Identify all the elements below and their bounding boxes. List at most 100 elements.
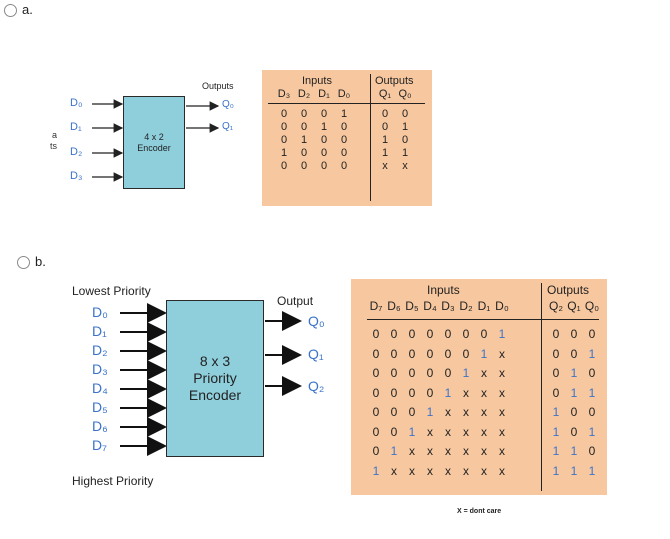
b-tt-cell: 0	[552, 366, 560, 380]
a-tt-cell: 0	[340, 147, 348, 159]
a-tt-cell: 0	[320, 134, 328, 146]
b-tt-in-header: D₀	[495, 299, 509, 313]
b-tt-cell: 0	[444, 346, 452, 361]
a-tt-cell: x	[402, 160, 408, 172]
b-tt-cell: 0	[372, 405, 380, 419]
b-tt-cell: 0	[552, 327, 560, 341]
b-tt-in-header: D₅	[405, 299, 419, 313]
b-tt-cell: 0	[372, 346, 380, 361]
a-output-q0: Q₀	[222, 99, 234, 110]
option-b-radio[interactable]	[17, 256, 30, 269]
b-tt-header-rule	[367, 319, 599, 320]
lowest-priority-label: Lowest Priority	[72, 284, 151, 298]
b-input-d6: D₆	[92, 418, 108, 434]
a-tt-cell: 0	[381, 121, 389, 133]
a-tt-cell: 0	[280, 134, 288, 146]
b-tt-cell: 0	[426, 346, 434, 361]
b-tt-cell: x	[445, 463, 451, 478]
b-tt-in-header: D₄	[423, 299, 437, 313]
option-a-radio[interactable]	[4, 4, 17, 17]
a-tt-cell: 0	[280, 108, 288, 120]
option-b-label: b.	[35, 254, 46, 269]
b-tt-in-header: D₁	[477, 299, 491, 313]
b-tt-cell: x	[499, 385, 505, 400]
b-tt-out-header: Q₀	[584, 299, 600, 313]
b-tt-cell: x	[445, 424, 451, 439]
a-input-d1: D₁	[70, 121, 82, 133]
b-input-d7: D₇	[92, 437, 107, 453]
a-input-d0: D₀	[70, 97, 83, 109]
b-input-d3: D₃	[92, 361, 108, 377]
b-tt-cell: 0	[480, 327, 488, 341]
b-tt-cell: 0	[588, 366, 596, 380]
b-tt-cell: x	[499, 444, 505, 458]
a-tt-outputs-title: Outputs	[375, 75, 414, 87]
b-tt-cell: 0	[372, 444, 380, 458]
b-tt-cell: 0	[570, 424, 578, 439]
b-tt-cell: x	[481, 463, 487, 478]
b-tt-cell: 0	[426, 327, 434, 341]
b-tt-cell: x	[481, 424, 487, 439]
a-tt-cell: 0	[401, 108, 409, 120]
b-tt-cell: 1	[552, 424, 560, 439]
a-tt-cell: 1	[401, 121, 409, 133]
b-tt-cell: 1	[408, 424, 416, 439]
a-encoder-block: 4 x 2 Encoder	[123, 96, 185, 189]
a-tt-out-header: Q₀	[398, 88, 412, 100]
b-tt-cell: 0	[570, 346, 578, 361]
b-tt-cell: 0	[390, 405, 398, 419]
b-tt-cell: 0	[372, 424, 380, 439]
a-tt-cell: 1	[381, 134, 389, 146]
b-tt-cell: 0	[588, 405, 596, 419]
a-tt-header-rule	[268, 103, 425, 104]
b-tt-divider	[541, 283, 542, 491]
stray-text-ts: ts	[50, 141, 58, 151]
b-tt-cell: x	[481, 366, 487, 380]
b-tt-cell: 0	[390, 385, 398, 400]
b-tt-cell: x	[481, 405, 487, 419]
b-tt-cell: x	[427, 463, 433, 478]
a-tt-cell: 1	[300, 134, 308, 146]
a-tt-cell: 0	[280, 121, 288, 133]
a-tt-cell: x	[382, 160, 388, 172]
b-tt-cell: 1	[498, 327, 506, 341]
a-input-d3: D₃	[70, 170, 83, 182]
b-tt-cell: 1	[390, 444, 398, 458]
b-output-q2: Q₂	[308, 378, 325, 394]
b-tt-out-header: Q₂	[549, 299, 563, 313]
b-encoder-block: 8 x 3 Priority Encoder	[166, 300, 264, 457]
b-input-d4: D₄	[92, 380, 108, 396]
b-tt-cell: x	[409, 463, 415, 478]
b-tt-cell: 1	[588, 385, 596, 400]
b-tt-cell: 0	[408, 346, 416, 361]
b-tt-cell: 1	[552, 463, 560, 478]
a-tt-cell: 1	[320, 121, 328, 133]
a-tt-cell: 0	[340, 134, 348, 146]
b-tt-cell: 1	[570, 385, 578, 400]
b-tt-cell: x	[481, 385, 487, 400]
b-tt-cell: x	[463, 444, 469, 458]
a-tt-cell: 0	[320, 147, 328, 159]
b-tt-cell: x	[463, 463, 469, 478]
b-tt-cell: 0	[408, 405, 416, 419]
b-tt-out-header: Q₁	[567, 299, 581, 313]
b-tt-cell: 0	[570, 405, 578, 419]
b-tt-cell: 0	[372, 385, 380, 400]
a-input-d2: D₂	[70, 146, 83, 158]
a-tt-cell: 1	[280, 147, 288, 159]
a-tt-in-header: D₀	[337, 88, 351, 100]
b-tt-cell: 1	[570, 444, 578, 458]
b-tt-cell: 1	[372, 463, 380, 478]
b-tt-cell: 1	[444, 385, 452, 400]
b-tt-cell: 0	[390, 366, 398, 380]
a-tt-cell: 1	[381, 147, 389, 159]
b-tt-cell: 0	[444, 366, 452, 380]
b-tt-cell: 1	[552, 444, 560, 458]
b-tt-cell: x	[409, 444, 415, 458]
a-tt-cell: 0	[300, 121, 308, 133]
b-tt-cell: x	[481, 444, 487, 458]
a-tt-cell: 0	[320, 108, 328, 120]
a-tt-out-header: Q₁	[378, 88, 392, 100]
b-tt-cell: 0	[390, 346, 398, 361]
